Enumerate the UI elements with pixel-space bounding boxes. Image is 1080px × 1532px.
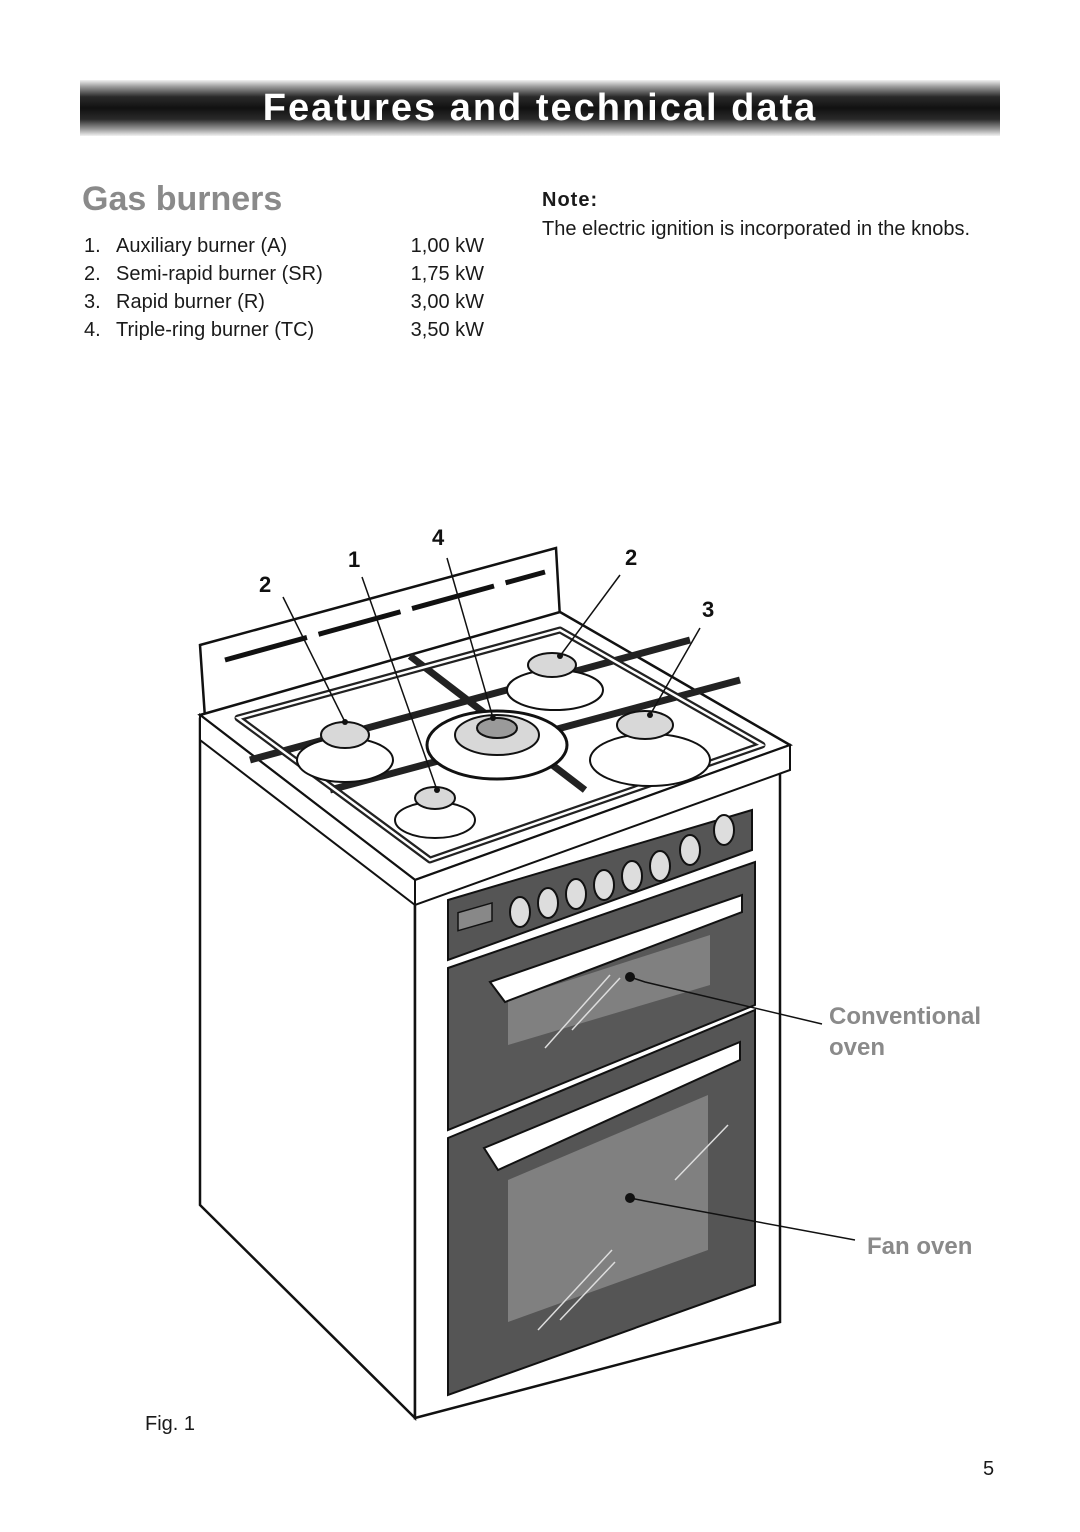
burner-power: 1,75 kW — [410, 263, 484, 285]
callout-2-left: 2 — [259, 572, 271, 597]
burner-auxiliary — [394, 786, 476, 839]
burner-number: 1. — [84, 235, 101, 257]
pan-support-highlights — [235, 628, 766, 862]
fan-oven-dot — [625, 1193, 635, 1203]
burner-number: 2. — [84, 263, 101, 285]
callout-2-right: 2 — [625, 545, 637, 570]
burner-marker — [490, 715, 496, 721]
gas-burners-heading: Gas burners — [82, 180, 283, 218]
leader-lines — [282, 557, 856, 1241]
callout-1: 1 — [348, 547, 360, 572]
burner-rapid — [589, 710, 711, 787]
conventional-oven-label-line1: Conventional — [829, 1003, 982, 1030]
burner-number: 4. — [84, 319, 101, 341]
burner-name: Rapid burner (R) — [116, 291, 265, 313]
page-title: Features and technical data — [262, 86, 818, 129]
callout-3: 3 — [702, 597, 714, 622]
burner-number: 3. — [84, 291, 101, 313]
burner-row: 4. Triple-ring burner (TC) 3,50 kW — [84, 316, 484, 344]
glass-reflection — [544, 974, 611, 1049]
burner-row: 2. Semi-rapid burner (SR) 1,75 kW — [84, 260, 484, 288]
conventional-oven-dot — [625, 972, 635, 982]
burner-row: 3. Rapid burner (R) 3,00 kW — [84, 288, 484, 316]
glass-reflection — [571, 977, 621, 1031]
burner-marker — [434, 787, 440, 793]
note-text: The electric ignition is incorporated in… — [542, 218, 971, 240]
fan-oven-handle — [482, 1040, 741, 1172]
note-label-text: Note — [542, 189, 591, 211]
figure-caption: Fig. 1 — [145, 1413, 196, 1435]
burner-name: Semi-rapid burner (SR) — [116, 263, 323, 285]
conventional-oven-label-line2: oven — [829, 1034, 886, 1061]
glass-reflection — [559, 1261, 616, 1321]
fan-oven-window — [508, 1095, 708, 1322]
burner-semi-rapid-left — [296, 721, 394, 783]
glass-reflection — [537, 1249, 613, 1331]
conventional-oven-label: Conventional oven — [829, 1001, 981, 1063]
burner-power: 3,00 kW — [410, 291, 484, 313]
burner-marker — [647, 712, 653, 718]
burner-marker — [342, 719, 348, 725]
burner-name: Triple-ring burner (TC) — [116, 319, 315, 341]
burner-list: 1. Auxiliary burner (A) 1,00 kW 2. Semi-… — [84, 232, 484, 344]
page-number: 5 — [983, 1458, 995, 1480]
display-window — [457, 901, 493, 932]
burner-semi-rapid-right — [506, 652, 604, 711]
control-knobs — [509, 814, 735, 928]
note-label: Note: — [542, 189, 599, 211]
burner-name: Auxiliary burner (A) — [116, 235, 288, 257]
backsplash-vents — [224, 569, 546, 663]
burner-triple-ring — [425, 709, 569, 781]
callout-4: 4 — [432, 525, 445, 550]
burner-marker — [557, 653, 563, 659]
glass-reflection — [674, 1124, 729, 1181]
title-bar: Features and technical data — [80, 80, 1000, 136]
burner-power: 3,50 kW — [410, 319, 484, 341]
burner-power: 1,00 kW — [410, 235, 484, 257]
conventional-oven-handle — [488, 893, 743, 1004]
fan-oven-label: Fan oven — [867, 1233, 973, 1260]
burner-row: 1. Auxiliary burner (A) 1,00 kW — [84, 232, 484, 260]
note-box: Note: The electric ignition is incorpora… — [542, 186, 998, 243]
